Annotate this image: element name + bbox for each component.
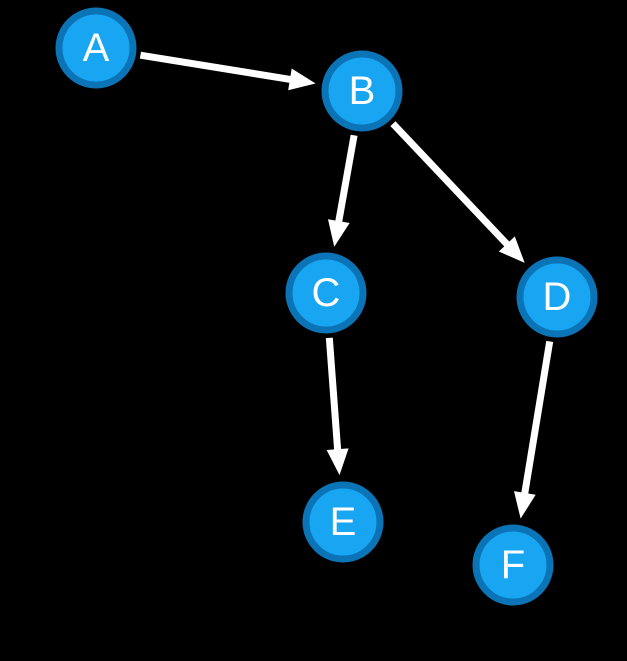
edge-A-to-B [139, 51, 293, 84]
node-circle-E[interactable] [302, 481, 384, 563]
node-circle-C[interactable] [285, 252, 367, 334]
arrowhead-D-to-F [513, 491, 536, 519]
graph-node-D[interactable]: D [516, 256, 598, 338]
graph-node-B[interactable]: B [321, 50, 403, 132]
arrowhead-C-to-E [326, 448, 349, 476]
edge-B-to-C [335, 134, 358, 224]
node-circle-F[interactable] [472, 524, 554, 606]
edge-B-to-D [390, 121, 511, 248]
graph-node-A[interactable]: A [55, 7, 137, 89]
edge-C-to-E [325, 337, 342, 452]
graph-node-E[interactable]: E [302, 481, 384, 563]
arrowhead-A-to-B [288, 68, 316, 91]
node-circle-A[interactable] [55, 7, 137, 89]
edge-D-to-F [521, 340, 554, 496]
node-circle-D[interactable] [516, 256, 598, 338]
arrowhead-B-to-D [498, 236, 525, 263]
graph-node-F[interactable]: F [472, 524, 554, 606]
node-circle-B[interactable] [321, 50, 403, 132]
arrowhead-B-to-C [327, 219, 350, 247]
graph-node-C[interactable]: C [285, 252, 367, 334]
